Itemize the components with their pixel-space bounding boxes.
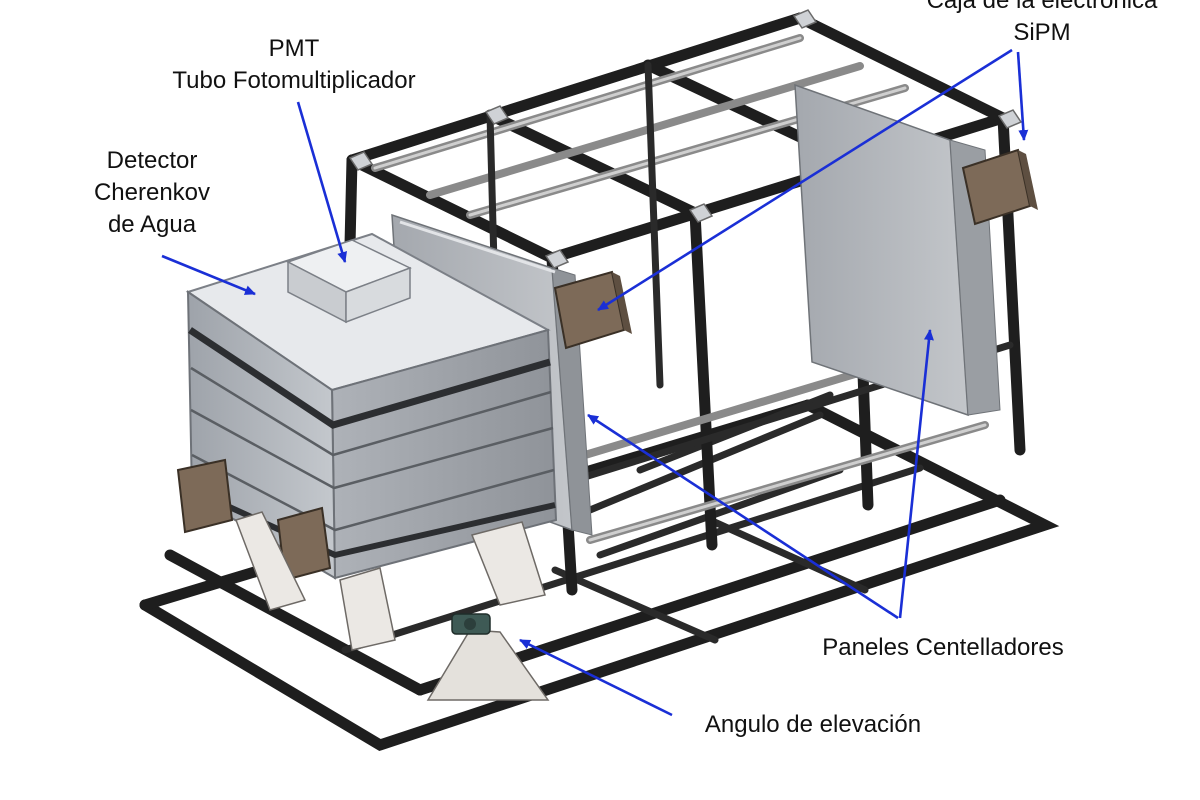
tank-supports xyxy=(235,511,546,651)
label-pmt-line1: PMT xyxy=(269,35,320,62)
label-sipm-line1: Caja de la electrónica xyxy=(927,0,1158,14)
arrow-pmt xyxy=(296,101,347,263)
arrow-detector xyxy=(161,254,256,296)
scintillator-panel-back xyxy=(794,83,1001,417)
label-angle: Angulo de elevación xyxy=(705,711,921,738)
tank-electronics-box-left xyxy=(176,458,234,534)
arrow-elevation xyxy=(519,638,673,717)
arrow-sipm-back xyxy=(1016,51,1029,141)
pmt-housing xyxy=(286,239,412,324)
electronics-box-back xyxy=(961,148,1038,226)
electronics-box-front xyxy=(553,270,632,350)
labels: PMT Tubo Fotomultiplicador Detector Cher… xyxy=(94,0,1158,738)
label-detector-line3: de Agua xyxy=(108,211,197,238)
arrow-panel-front xyxy=(587,413,899,620)
label-sipm-line2: SiPM xyxy=(1013,19,1070,46)
label-detector-line2: Cherenkov xyxy=(94,179,210,206)
callout-arrows xyxy=(161,48,1029,717)
elevation-mechanism xyxy=(426,613,550,701)
arrow-sipm-front xyxy=(597,48,1013,312)
label-panels: Paneles Centelladores xyxy=(822,634,1064,661)
arrow-panel-back xyxy=(898,329,934,619)
label-pmt-line2: Tubo Fotomultiplicador xyxy=(172,67,415,94)
label-detector-line1: Detector xyxy=(107,147,198,174)
